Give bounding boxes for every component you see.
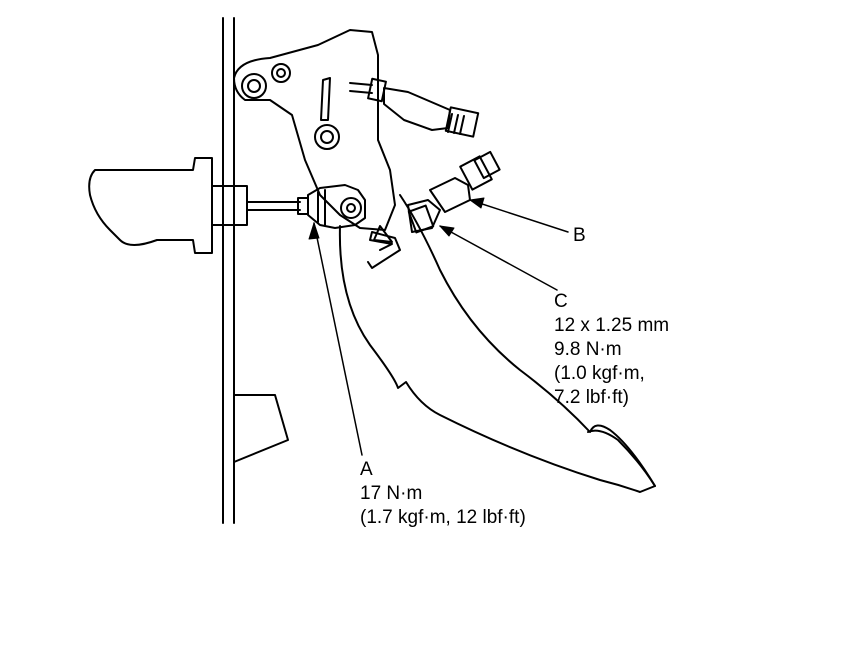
arrow-c xyxy=(439,225,455,237)
pedal-clip xyxy=(367,225,401,269)
lock-nut xyxy=(407,204,435,234)
arrow-b xyxy=(469,197,485,209)
callout-a-alt: (1.7 kgf·m, 12 lbf·ft) xyxy=(360,507,526,528)
clutch-pedal-arm xyxy=(338,194,656,493)
upper-switch xyxy=(349,77,480,138)
callout-a: A 17 N·m (1.7 kgf·m, 12 lbf·ft) xyxy=(360,458,526,530)
callout-c-torque: 9.8 N·m xyxy=(554,339,622,360)
callout-c-alt1: (1.0 kgf·m, xyxy=(554,363,645,384)
callout-a-torque: 17 N·m xyxy=(360,483,423,504)
callout-b-letter: B xyxy=(573,225,586,246)
callout-b: B xyxy=(573,224,586,248)
push-rod xyxy=(246,197,309,215)
firewall-panel xyxy=(222,17,235,524)
callout-c: C 12 x 1.25 mm 9.8 N·m (1.0 kgf·m, 7.2 l… xyxy=(554,290,669,410)
callout-c-size: 12 x 1.25 mm xyxy=(554,315,670,336)
callout-a-letter: A xyxy=(360,459,373,480)
callout-c-alt2: 7.2 lbf·ft) xyxy=(554,387,629,408)
lower-switch xyxy=(407,150,501,233)
pedal-bracket xyxy=(233,29,396,231)
callout-c-letter: C xyxy=(554,291,568,312)
lower-bracket xyxy=(233,394,289,463)
arrow-a xyxy=(308,222,320,240)
clevis-joint xyxy=(307,184,366,229)
arrowheads xyxy=(308,197,485,240)
master-cylinder xyxy=(88,157,248,254)
leader-lines xyxy=(313,199,569,456)
